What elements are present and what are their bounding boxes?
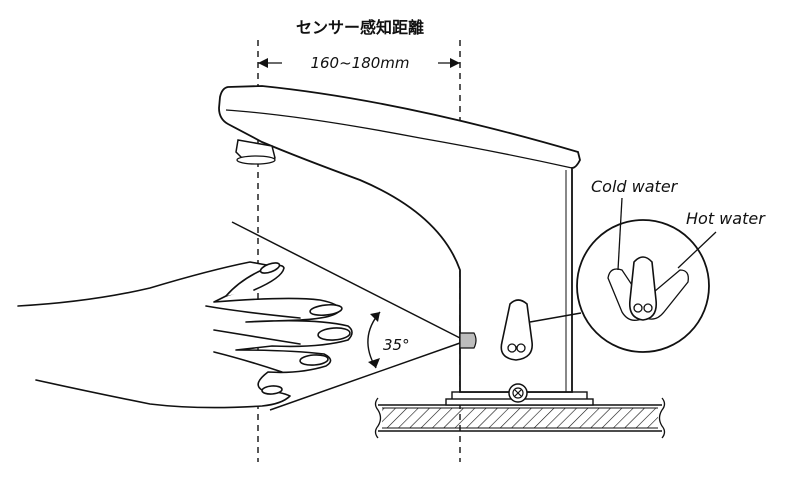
dimension-arrowhead-right bbox=[450, 58, 460, 68]
distance-range-label: 160~180mm bbox=[310, 54, 409, 72]
cold-water-label: Cold water bbox=[591, 177, 679, 196]
spout-edge-line bbox=[225, 109, 573, 169]
base-screw bbox=[508, 383, 528, 403]
cold-leader-line bbox=[617, 197, 623, 271]
cone-line-upper bbox=[231, 221, 461, 339]
angle-label: 35° bbox=[383, 336, 410, 354]
counter-deck bbox=[374, 397, 666, 439]
zoom-detail bbox=[576, 219, 710, 353]
zoom-leader-line bbox=[529, 312, 582, 323]
aerator bbox=[235, 139, 276, 165]
temperature-lever[interactable] bbox=[500, 299, 533, 361]
sensor-window bbox=[459, 332, 477, 349]
dimension-arrowhead-left bbox=[258, 58, 268, 68]
cone-line-lower bbox=[269, 342, 461, 411]
hot-water-label: Hot water bbox=[686, 209, 766, 228]
break-mark-right bbox=[658, 397, 666, 439]
distance-dimension: 160~180mm bbox=[258, 54, 460, 72]
hand-illustration bbox=[17, 261, 353, 409]
faucet-body bbox=[218, 85, 581, 393]
hot-leader-line bbox=[677, 231, 717, 269]
sensor-distance-title: センサー感知距離 bbox=[296, 18, 424, 37]
angle-indicator: 35° bbox=[367, 311, 410, 369]
lever-main bbox=[628, 256, 658, 321]
break-mark-left bbox=[374, 397, 382, 439]
